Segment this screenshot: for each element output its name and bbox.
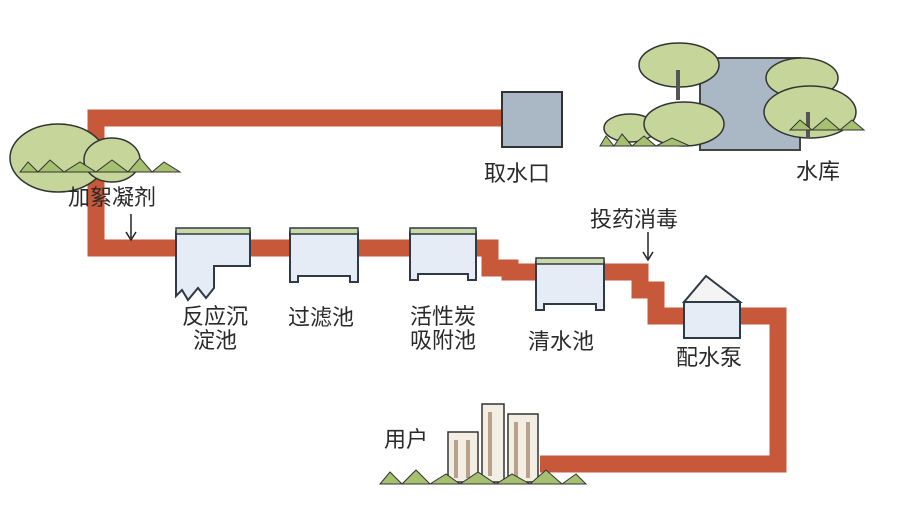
carbon-label-line1: 活性炭 xyxy=(409,305,476,330)
coagulant-label: 加絮凝剂 xyxy=(68,186,157,211)
reservoir-label: 水库 xyxy=(796,160,841,185)
users-buildings-icon xyxy=(378,403,588,485)
coagulant-arrow-icon xyxy=(125,214,137,242)
pipe-clear-pump xyxy=(604,263,684,325)
clearwater-label: 清水池 xyxy=(528,330,595,355)
sedimentation-label-line1: 反应沉 xyxy=(181,305,248,330)
sedimentation-label-line2: 淀池 xyxy=(192,329,237,354)
carbon-label-line2: 吸附池 xyxy=(409,329,476,354)
pump-icon xyxy=(681,274,743,339)
intake-box xyxy=(501,91,563,148)
pump-label: 配水泵 xyxy=(676,346,743,371)
pipe-carbon-clear xyxy=(476,239,536,281)
disinfect-label: 投药消毒 xyxy=(590,208,679,233)
sedimentation-label: 反应沉 淀池 xyxy=(172,306,258,354)
left-trees-icon xyxy=(9,123,182,193)
disinfect-arrow-icon xyxy=(642,232,654,262)
pipe-pump-users xyxy=(540,307,787,473)
carbon-label: 活性炭 吸附池 xyxy=(400,306,486,354)
carbon-tank-icon xyxy=(409,227,477,281)
pipe-network xyxy=(87,109,787,473)
clearwater-tank-icon xyxy=(535,257,605,311)
sedimentation-tank-icon xyxy=(175,227,251,302)
users-label: 用户 xyxy=(384,428,429,453)
reservoir-icon xyxy=(599,42,866,151)
intake-label: 取水口 xyxy=(484,162,551,187)
filter-label: 过滤池 xyxy=(288,306,355,331)
pipe-intake xyxy=(87,109,503,257)
filter-tank-icon xyxy=(289,227,359,283)
